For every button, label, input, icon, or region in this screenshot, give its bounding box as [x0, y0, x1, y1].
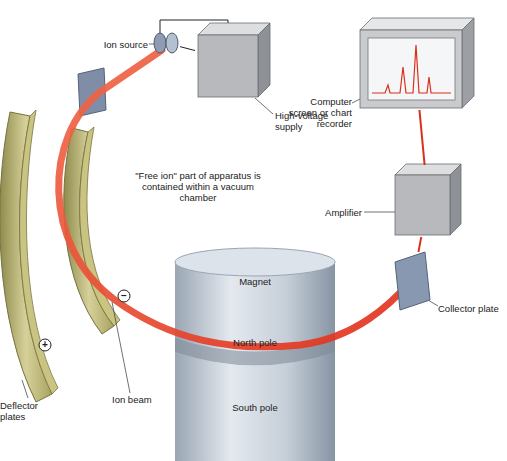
computer-screen: Computer screen or chart recorder — [355, 15, 475, 110]
high-voltage-supply-shape — [195, 22, 272, 99]
wire — [180, 47, 195, 51]
ion-source-shape — [152, 32, 180, 54]
node-label: Ion source — [88, 39, 148, 50]
wire — [418, 237, 421, 252]
node-label: Amplifier — [310, 207, 362, 218]
collector-plate-shape — [392, 252, 434, 310]
amplifier-shape — [393, 165, 463, 237]
amplifier: Amplifier — [393, 165, 463, 237]
part-label: North pole — [215, 337, 295, 348]
south-pole — [175, 352, 335, 461]
node-label: Collector plate — [438, 303, 500, 314]
computer-screen-shape — [355, 15, 475, 110]
part-label: Deflector plates — [0, 400, 55, 422]
node-label: Computer screen or chart recorder — [282, 96, 352, 129]
collector-plate: Collector plate — [392, 252, 434, 310]
note: "Free ion" part of apparatus is containe… — [128, 170, 268, 203]
high-voltage-supply: High-voltage supply — [195, 22, 272, 99]
magnet — [175, 248, 335, 461]
polarity-circle — [39, 339, 51, 351]
polarity-circle — [118, 290, 130, 302]
polarity-sign: − — [118, 290, 130, 301]
part-label: South pole — [215, 402, 295, 413]
ion-source: Ion source — [152, 32, 180, 54]
part-label: Ion beam — [112, 394, 162, 405]
polarity-sign: + — [39, 339, 51, 350]
wire — [419, 110, 424, 165]
part-label: Magnet — [225, 276, 285, 287]
